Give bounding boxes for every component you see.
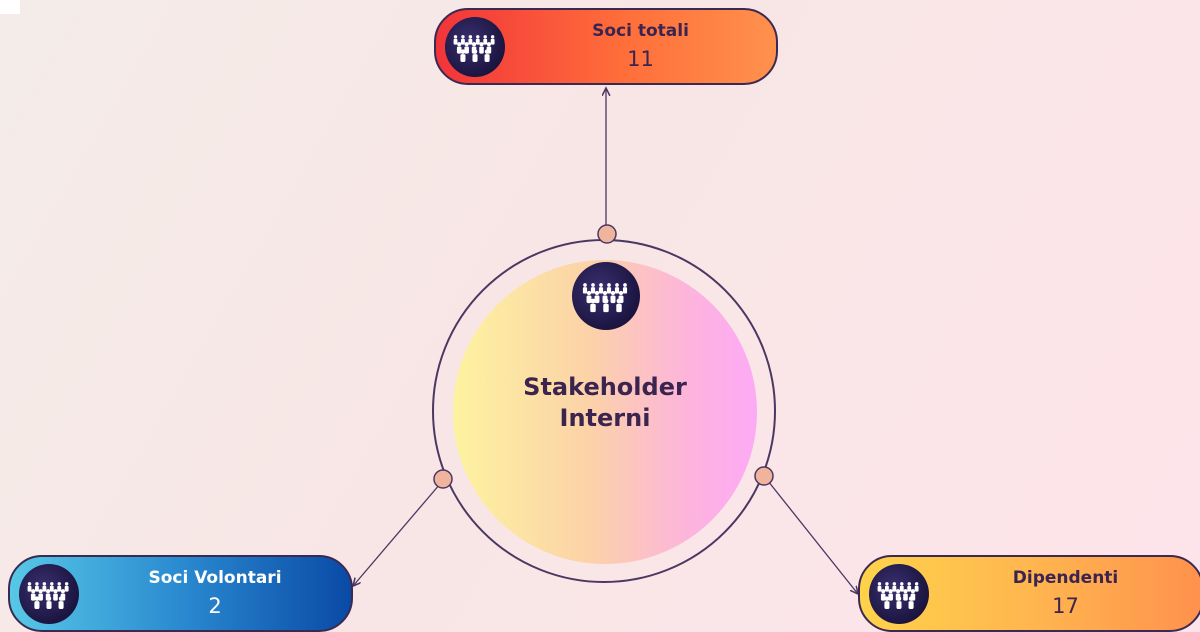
connector-left [353,483,441,586]
node-value: 2 [208,594,222,619]
connector-dot-top [597,224,617,244]
node-soci-totali: Soci totali 11 [434,8,778,85]
node-label: Soci Volontari [148,567,282,588]
people-group-icon [869,563,929,624]
center-title: Stakeholder Interni [453,372,757,434]
node-value: 11 [627,47,654,72]
node-value: 17 [1052,594,1079,619]
node-label: Dipendenti [1012,567,1119,588]
center-title-line1: Stakeholder [523,373,687,401]
center-title-line2: Interni [559,404,651,433]
people-group-icon [572,262,640,330]
connector-right [767,480,858,594]
node-soci-volontari: Soci Volontari 2 [8,555,353,632]
corner-patch [0,0,20,14]
node-dipendenti: Dipendenti 17 [858,555,1200,632]
connector-dot-right [754,466,774,486]
node-label: Soci totali [592,20,689,41]
connector-dot-left [433,469,453,489]
people-group-icon [445,16,505,77]
people-group-icon [19,563,79,624]
